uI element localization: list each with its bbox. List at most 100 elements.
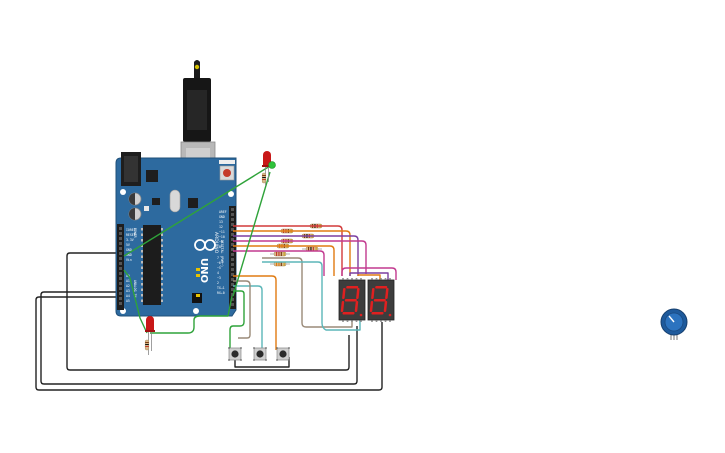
wire-black-3[interactable]: [35, 296, 383, 391]
wire-orange-4[interactable]: [233, 275, 277, 350]
wire-magenta-3[interactable]: [341, 267, 397, 280]
digital-pin[interactable]: [231, 213, 234, 216]
digital-pin-label: ~6: [217, 261, 221, 265]
power-pin[interactable]: [119, 242, 122, 245]
push-button-1[interactable]: [228, 347, 242, 361]
mount-hole: [193, 308, 199, 314]
voltage-regulator: [146, 170, 158, 182]
chip-pin: [141, 239, 143, 242]
digital-pin[interactable]: [231, 273, 234, 276]
power-pin[interactable]: [119, 267, 122, 270]
wire-orange-3[interactable]: [357, 274, 381, 280]
digital-pin-label: 12: [219, 225, 223, 229]
digital-pin[interactable]: [231, 268, 234, 271]
power-pin-label: Vin: [126, 258, 132, 262]
wire-magenta-2[interactable]: [233, 250, 325, 276]
atmega-chip: [143, 225, 161, 305]
digital-pin[interactable]: [231, 278, 234, 281]
chip-pin: [141, 283, 143, 286]
power-pin[interactable]: [119, 277, 122, 280]
wire-black-1[interactable]: [66, 252, 350, 371]
led-top-anode-terminal[interactable]: [268, 161, 276, 169]
segment: [385, 288, 389, 299]
chip-pin: [141, 277, 143, 280]
arduino-uno-board[interactable]: UNO ARDUINO AREFGND1312~11~10~987~6~54~3…: [115, 60, 237, 317]
wire-magenta-1[interactable]: [233, 240, 367, 274]
power-pin-label: 3.3V: [126, 238, 134, 242]
segment: [369, 301, 374, 312]
wire-teal-1[interactable]: [262, 261, 361, 331]
power-pin[interactable]: [119, 227, 122, 230]
digital-pin[interactable]: [231, 253, 234, 256]
push-button-3[interactable]: [276, 347, 290, 361]
display-right[interactable]: 8: [367, 278, 395, 327]
wire-black-2[interactable]: [40, 291, 358, 385]
wire-green-2[interactable]: [123, 165, 271, 257]
wire-black-4[interactable]: [234, 357, 290, 368]
potentiometer[interactable]: [660, 308, 688, 340]
display-left[interactable]: 8: [338, 278, 366, 327]
digital-pin[interactable]: [231, 263, 234, 266]
black-wires: [35, 252, 383, 391]
push-button-2[interactable]: [253, 347, 267, 361]
wire-green-4[interactable]: [150, 295, 233, 334]
usb-cable-tip: [194, 64, 200, 70]
digital-pin[interactable]: [231, 248, 234, 251]
wire-gray-2[interactable]: [233, 280, 251, 339]
power-pin[interactable]: [119, 257, 122, 260]
chip-pin: [161, 266, 163, 269]
power-pin-label: GND: [126, 248, 132, 252]
segment: [371, 288, 375, 299]
chip-pin: [161, 272, 163, 275]
wire-gray-1[interactable]: [262, 257, 353, 328]
digital-pin[interactable]: [231, 238, 234, 241]
wire-teal-2[interactable]: [233, 285, 263, 350]
wire-green-5[interactable]: [123, 269, 148, 334]
segment: [383, 301, 388, 312]
wire-orange-2[interactable]: [233, 245, 335, 276]
digital-pin[interactable]: [231, 218, 234, 221]
power-pin-label: RESET: [126, 233, 136, 237]
resistor[interactable]: [302, 246, 322, 252]
digital-pin[interactable]: [231, 298, 234, 301]
mount-hole: [228, 191, 234, 197]
segment: [375, 286, 388, 289]
digital-pin[interactable]: [231, 228, 234, 231]
wire-green-3[interactable]: [232, 171, 271, 297]
power-pin[interactable]: [119, 232, 122, 235]
wire-red-1[interactable]: [233, 225, 343, 276]
power-pin[interactable]: [119, 252, 122, 255]
power-pin[interactable]: [119, 287, 122, 290]
digital-pin[interactable]: [231, 243, 234, 246]
digital-pin[interactable]: [231, 258, 234, 261]
digital-pin[interactable]: [231, 283, 234, 286]
digital-pin[interactable]: [231, 293, 234, 296]
power-pin[interactable]: [119, 272, 122, 275]
power-pin[interactable]: [119, 237, 122, 240]
power-pin[interactable]: [119, 297, 122, 300]
led-top-resistor: [261, 172, 267, 184]
digital-pin[interactable]: [231, 233, 234, 236]
digital-pin[interactable]: [231, 208, 234, 211]
power-pin[interactable]: [119, 302, 122, 305]
segment: [354, 301, 359, 312]
power-pin[interactable]: [119, 247, 122, 250]
wire-purple-2[interactable]: [349, 272, 389, 280]
power-pin[interactable]: [119, 292, 122, 295]
segment: [340, 301, 345, 312]
digital-pin[interactable]: [231, 223, 234, 226]
wire-green-1[interactable]: [229, 290, 245, 350]
digital-pin[interactable]: [231, 288, 234, 291]
chip-pin: [161, 283, 163, 286]
power-pin[interactable]: [119, 262, 122, 265]
digital-pin[interactable]: [231, 303, 234, 306]
resistor[interactable]: [270, 251, 290, 257]
chip-pin: [161, 239, 163, 242]
chip-pin: [161, 288, 163, 291]
wire-purple-1[interactable]: [233, 235, 359, 276]
power-pin[interactable]: [119, 282, 122, 285]
analog-pin-label: A3: [126, 289, 130, 293]
digital-pin-label: ~11: [219, 230, 225, 234]
wire-orange-1[interactable]: [233, 230, 351, 276]
